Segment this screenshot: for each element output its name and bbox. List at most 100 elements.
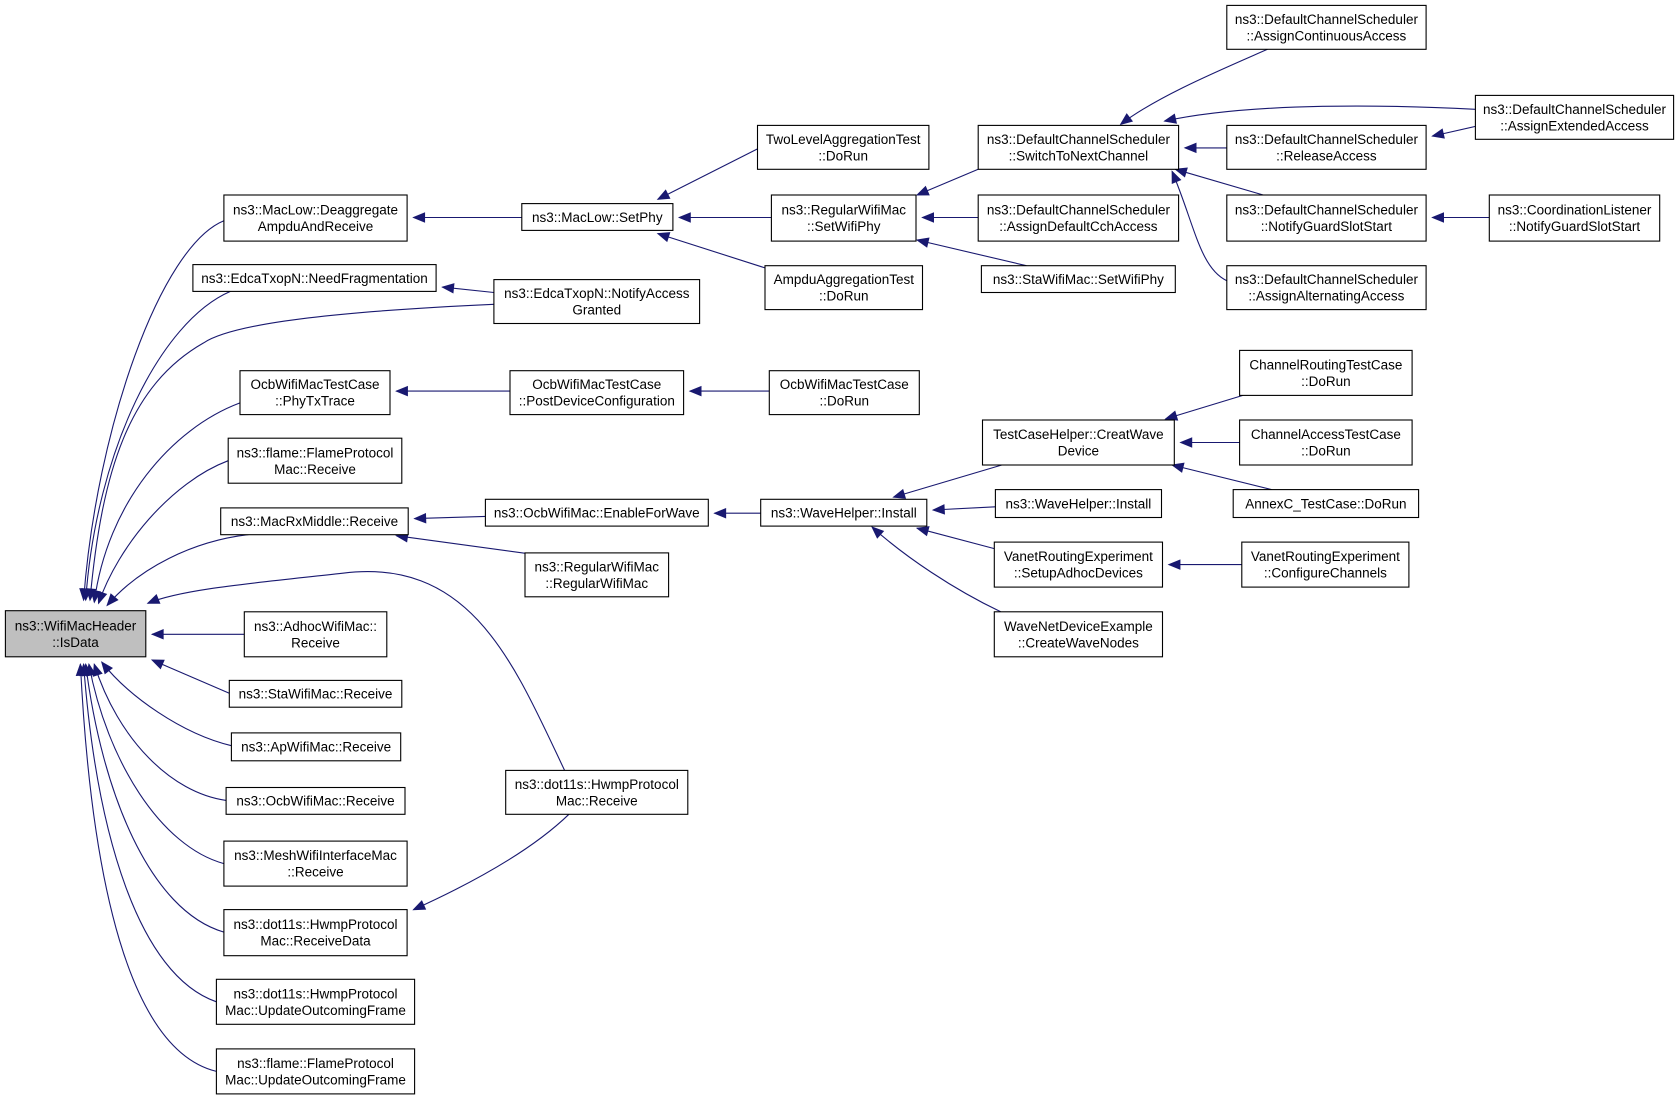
node-box <box>509 370 685 416</box>
node-setphy[interactable]: ns3::MacLow::SetPhy <box>521 203 674 231</box>
node-waveinstall[interactable]: ns3::WaveHelper::Install <box>760 498 928 527</box>
node-label-line: ns3::flame::FlameProtocol <box>237 445 394 460</box>
edge-hwmprecv-to-hwmprecvdata <box>412 813 570 911</box>
nodes-layer: ns3::WifiMacHeader::IsData ns3::MacLow::D… <box>4 4 1675 1095</box>
arrowhead <box>1170 462 1185 473</box>
node-adhoc[interactable]: ns3::AdhocWifiMac::Receive <box>243 611 388 658</box>
node-release[interactable]: ns3::DefaultChannelScheduler::ReleaseAcc… <box>1226 124 1427 170</box>
edge-release-to-switchnext <box>1183 142 1227 154</box>
edge-line <box>93 664 227 801</box>
node-ampdutest[interactable]: AmpduAggregationTest::DoRun <box>764 265 924 311</box>
node-box <box>220 507 409 536</box>
node-meshrecv[interactable]: ns3::MeshWifiInterfaceMac::Receive <box>223 840 408 887</box>
node-enablewave[interactable]: ns3::OcbWifiMac::EnableForWave <box>484 498 709 527</box>
node-box <box>230 732 402 762</box>
node-regsetphy[interactable]: ns3::RegularWifiMac::SetWifiPhy <box>770 194 917 242</box>
node-label-line: ::RegularWifiMac <box>545 576 648 591</box>
node-stasetphy[interactable]: ns3::StaWifiMac::SetWifiPhy <box>980 265 1176 294</box>
node-box <box>1226 265 1427 311</box>
node-box <box>756 124 930 170</box>
node-waveinstall2[interactable]: ns3::WaveHelper::Install <box>994 489 1163 519</box>
node-ap[interactable]: ns3::ApWifiMac::Receive <box>230 732 402 762</box>
arrowhead <box>892 488 907 499</box>
edge-ocbrecv-to-root <box>92 663 227 801</box>
edge-assignext-to-release <box>1431 125 1476 139</box>
arrowhead <box>441 283 455 294</box>
node-setupadhoc[interactable]: VanetRoutingExperiment::SetupAdhocDevice… <box>993 541 1164 588</box>
node-switchnext[interactable]: ns3::DefaultChannelScheduler::SwitchToNe… <box>977 124 1180 170</box>
node-routingtest[interactable]: ChannelRoutingTestCase::DoRun <box>1239 349 1413 396</box>
node-hwmpupdate[interactable]: ns3::dot11s::HwmpProtocolMac::UpdateOutc… <box>215 978 416 1025</box>
node-configchannels[interactable]: VanetRoutingExperiment::ConfigureChannel… <box>1241 541 1410 588</box>
node-postdev[interactable]: OcbWifiMacTestCase::PostDeviceConfigurat… <box>509 370 685 416</box>
node-label-line: AmpduAndReceive <box>258 219 374 234</box>
arrowhead <box>656 189 671 200</box>
node-box <box>1226 124 1427 170</box>
arrowhead <box>915 526 930 537</box>
arrowhead <box>1179 437 1193 448</box>
node-box <box>239 370 391 416</box>
node-assignext[interactable]: ns3::DefaultChannelScheduler::AssignExte… <box>1474 94 1675 140</box>
arrowhead <box>915 237 930 248</box>
node-ocbdorun[interactable]: OcbWifiMacTestCase::DoRun <box>768 370 920 416</box>
edge-line <box>1165 394 1244 420</box>
node-label-line: ns3::ApWifiMac::Receive <box>241 740 391 755</box>
node-accesstest[interactable]: ChannelAccessTestCase::DoRun <box>1239 419 1413 466</box>
edge-line <box>1120 48 1268 125</box>
node-macrxmid[interactable]: ns3::MacRxMiddle::Receive <box>220 507 409 536</box>
node-ocbphy[interactable]: OcbWifiMacTestCase::PhyTxTrace <box>239 370 391 416</box>
arrowhead <box>1183 142 1197 154</box>
edge-needfrag-to-root <box>81 290 231 602</box>
node-sta[interactable]: ns3::StaWifiMac::Receive <box>228 679 403 708</box>
edge-line <box>85 290 231 601</box>
node-hwmprecvdata[interactable]: ns3::dot11s::HwmpProtocolMac::ReceiveDat… <box>223 909 408 957</box>
arrowhead <box>688 385 702 397</box>
node-flameupdate[interactable]: ns3::flame::FlameProtocolMac::UpdateOutc… <box>215 1048 416 1095</box>
arrowhead <box>75 662 87 677</box>
node-root[interactable]: ns3::WifiMacHeader::IsData <box>4 610 147 658</box>
edge-assigndefault-to-regsetphy <box>921 212 979 223</box>
node-label-line: ChannelAccessTestCase <box>1251 427 1401 442</box>
node-box <box>993 541 1164 588</box>
node-annexc[interactable]: AnnexC_TestCase::DoRun <box>1232 489 1420 519</box>
edge-stasetphy-to-regsetphy <box>915 237 1027 267</box>
edge-accesstest-to-creatwave <box>1179 437 1240 448</box>
node-box <box>1239 419 1413 466</box>
node-needfrag[interactable]: ns3::EdcaTxopN::NeedFragmentation <box>192 264 437 292</box>
node-label-line: ns3::StaWifiMac::SetWifiPhy <box>993 272 1164 287</box>
node-assigndefault[interactable]: ns3::DefaultChannelScheduler::AssignDefa… <box>977 194 1180 242</box>
node-box <box>505 769 689 815</box>
node-assigncont[interactable]: ns3::DefaultChannelScheduler::AssignCont… <box>1226 4 1427 50</box>
arrowhead <box>106 593 119 607</box>
node-box <box>980 265 1176 294</box>
node-label-line: Receive <box>291 635 340 650</box>
edge-ap-to-root <box>100 661 232 747</box>
edge-line <box>657 148 758 200</box>
node-label-line: ns3::dot11s::HwmpProtocol <box>515 777 679 792</box>
node-createwavenodes[interactable]: WaveNetDeviceExample::CreateWaveNodes <box>993 611 1164 658</box>
node-notifyguard[interactable]: ns3::DefaultChannelScheduler::NotifyGuar… <box>1226 194 1427 242</box>
node-label-line: ::SetWifiPhy <box>807 219 881 234</box>
edge-flamerecv-to-root <box>97 460 229 605</box>
arrowhead <box>413 512 427 524</box>
node-regularctor[interactable]: ns3::RegularWifiMac::RegularWifiMac <box>524 552 670 598</box>
node-twolevel[interactable]: TwoLevelAggregationTest::DoRun <box>756 124 930 170</box>
node-box <box>994 489 1163 519</box>
node-box <box>223 840 408 887</box>
node-assignalt[interactable]: ns3::DefaultChannelScheduler::AssignAlte… <box>1226 265 1427 311</box>
arrowhead <box>97 590 108 605</box>
node-label-line: AmpduAggregationTest <box>774 272 915 287</box>
node-label-line: ns3::DefaultChannelScheduler <box>1235 272 1419 287</box>
node-label-line: ns3::StaWifiMac::Receive <box>239 687 393 702</box>
node-coordnotify[interactable]: ns3::CoordinationListener::NotifyGuardSl… <box>1488 194 1661 242</box>
node-label-line: AnnexC_TestCase::DoRun <box>1245 496 1406 511</box>
node-label-line: ns3::RegularWifiMac <box>782 203 907 218</box>
node-label-line: ::ReleaseAccess <box>1276 148 1377 163</box>
node-ocbrecv[interactable]: ns3::OcbWifiMac::Receive <box>225 786 406 815</box>
